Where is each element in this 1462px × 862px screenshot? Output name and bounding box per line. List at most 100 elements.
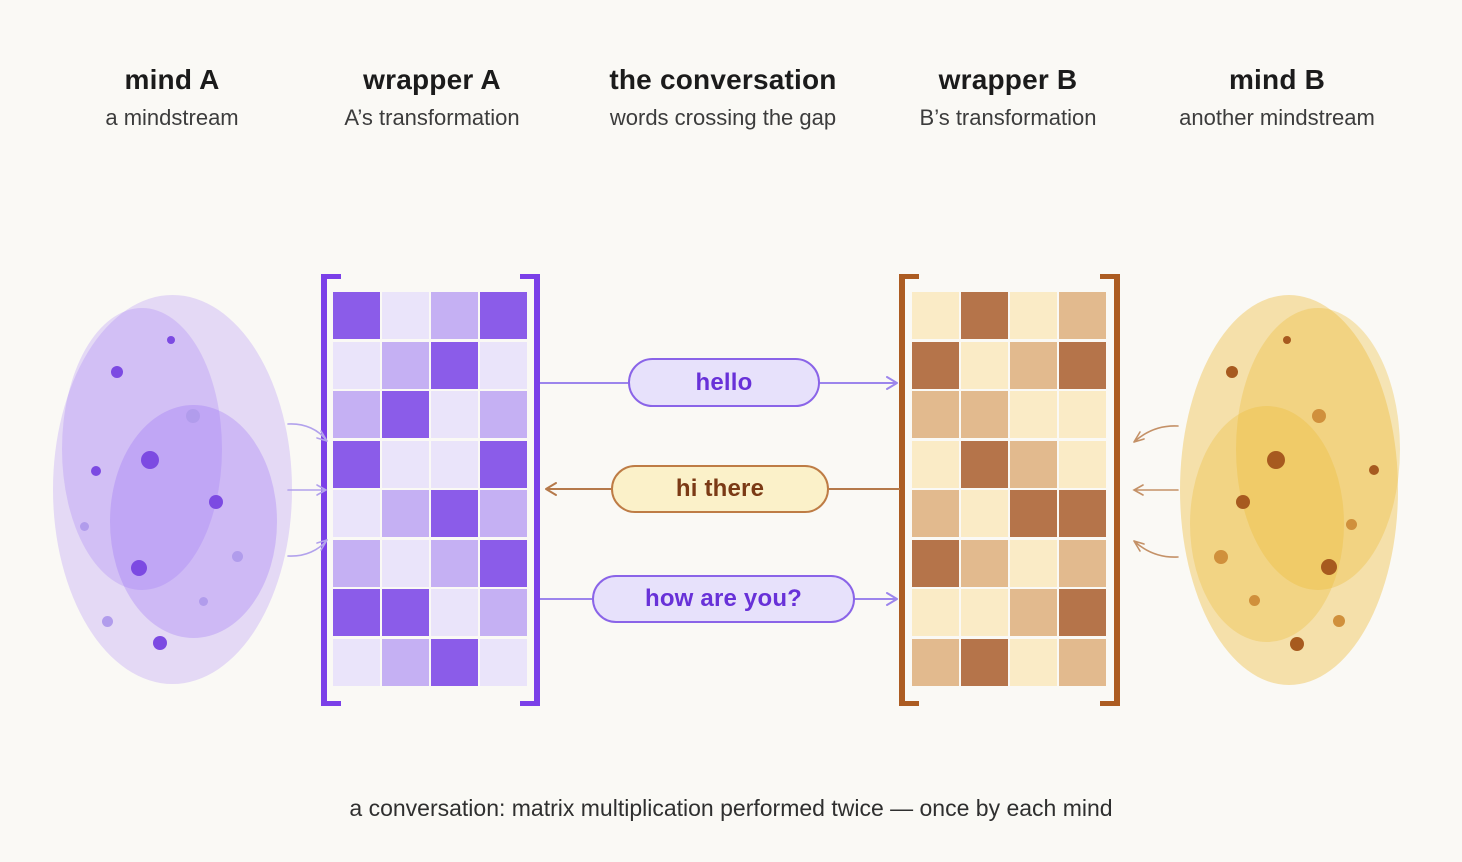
mind-dot [1226, 366, 1238, 378]
message-how-are-you-text: how are you? [644, 585, 803, 612]
matrix-cell [431, 292, 478, 339]
matrix-cell [480, 440, 527, 488]
header-conversation-title: the conversation [609, 64, 837, 95]
matrix-cell [333, 391, 380, 438]
mind-b-ellipse-outer [1180, 295, 1398, 685]
mind-dot [101, 615, 113, 627]
matrix-cell [912, 589, 959, 636]
hello-arrow-head [819, 376, 898, 390]
mind-dot [91, 466, 101, 476]
matrix-cell [333, 490, 380, 537]
message-hello-text: hello [695, 368, 753, 396]
matrix-cell [480, 292, 527, 339]
header-wrapper-a-title: wrapper A [363, 64, 501, 95]
matrix-cell [961, 589, 1008, 636]
mind-b-ellipse-lower [1190, 406, 1344, 642]
matrix-b [912, 292, 1106, 686]
mind-dot [131, 560, 147, 576]
matrix-cell [1059, 391, 1106, 438]
mind-a-ellipse-lower [110, 405, 277, 638]
mind-dot [79, 521, 89, 531]
mind-dot [1236, 495, 1250, 509]
matrix-cell [382, 589, 429, 636]
mind-dot [141, 451, 159, 469]
matrix-cell [480, 341, 527, 389]
mind-dot [1333, 615, 1345, 627]
matrix-cell [480, 539, 527, 587]
matrix-cell [431, 638, 478, 686]
header-mind-a-title: mind A [124, 64, 220, 95]
header-mind-a: mind A a mindstream [12, 64, 332, 131]
matrix-cell [1010, 292, 1057, 339]
matrix-cell [961, 292, 1008, 339]
mind-a-ellipse-upper [62, 308, 222, 590]
mind-dot [1290, 637, 1304, 651]
header-mind-b-title: mind B [1228, 64, 1326, 95]
matrix-cell [961, 440, 1008, 488]
how-are-you-arrow-head [854, 592, 898, 606]
mind-dot [209, 495, 223, 509]
matrix-cell [912, 292, 959, 339]
matrix-cell [480, 391, 527, 438]
message-bubble-hello: hello [628, 358, 820, 407]
mind-b-link-arrow-bottom [1133, 540, 1179, 558]
mind-dot [153, 636, 167, 650]
header-wrapper-b: wrapper B B’s transformation [848, 64, 1168, 131]
matrix-cell [382, 638, 429, 686]
mind-dot [1283, 336, 1291, 344]
matrix-cell [912, 490, 959, 537]
matrix-cell [1059, 292, 1106, 339]
matrix-a-bracket-right [520, 274, 540, 706]
mind-dot [1214, 550, 1228, 564]
matrix-cell [480, 638, 527, 686]
matrix-cell [431, 341, 478, 389]
matrix-cell [382, 391, 429, 438]
header-wrapper-b-subtitle: B’s transformation [919, 105, 1097, 130]
mind-dot [1267, 451, 1285, 469]
matrix-cell [1059, 589, 1106, 636]
matrix-cell [382, 539, 429, 587]
mind-dot [1345, 518, 1357, 530]
mind-a-ellipse-outer [53, 295, 292, 684]
matrix-cell [1010, 391, 1057, 438]
header-mind-b-subtitle: another mindstream [1179, 105, 1375, 130]
matrix-cell [961, 391, 1008, 438]
matrix-cell [480, 589, 527, 636]
header-wrapper-b-title: wrapper B [938, 64, 1078, 95]
message-hi-there-text: hi there [675, 475, 765, 502]
header-mind-b: mind B another mindstream [1117, 64, 1437, 131]
mind-dot [198, 596, 208, 606]
mind-dot [186, 409, 200, 423]
header-wrapper-a: wrapper A A’s transformation [272, 64, 592, 131]
matrix-cell [333, 341, 380, 389]
matrix-cell [1010, 490, 1057, 537]
matrix-cell [382, 490, 429, 537]
mind-dot [1369, 465, 1379, 475]
matrix-cell [1010, 341, 1057, 389]
matrix-cell [912, 539, 959, 587]
matrix-cell [333, 539, 380, 587]
matrix-cell [431, 440, 478, 488]
matrix-cell [961, 341, 1008, 389]
matrix-cell [1059, 341, 1106, 389]
matrix-cell [333, 292, 380, 339]
matrix-cell [912, 440, 959, 488]
matrix-cell [1010, 638, 1057, 686]
matrix-cell [1059, 638, 1106, 686]
mind-b-ellipse-upper [1236, 308, 1400, 590]
matrix-cell [333, 638, 380, 686]
matrix-cell [333, 589, 380, 636]
matrix-b-bracket-right [1100, 274, 1120, 706]
mind-dot [231, 550, 243, 562]
matrix-cell [1059, 490, 1106, 537]
mind-dot [1321, 559, 1337, 575]
matrix-cell [1010, 539, 1057, 587]
matrix-cell [1059, 440, 1106, 488]
message-bubble-hi-there: hi there [611, 465, 829, 513]
matrix-cell [961, 638, 1008, 686]
matrix-cell [431, 539, 478, 587]
matrix-cell [1059, 539, 1106, 587]
matrix-cell [333, 440, 380, 488]
matrix-cell [912, 638, 959, 686]
matrix-cell [961, 539, 1008, 587]
